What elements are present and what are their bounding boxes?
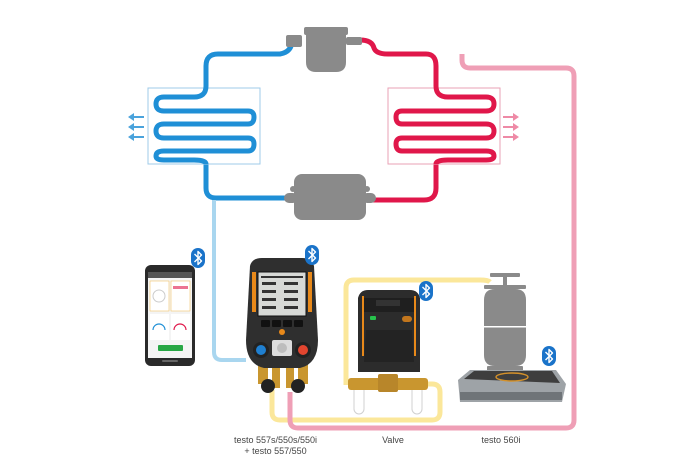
compressor [286, 27, 362, 72]
suction-line [203, 39, 295, 86]
discharge-line [359, 37, 439, 86]
manifold-label: testo 557s/550s/550i + testo 557/550 [218, 435, 333, 457]
digital-manifold [246, 258, 318, 393]
condenser-coil [393, 85, 497, 165]
yellow-hose-valve-loop [343, 277, 492, 385]
blue-hose [212, 200, 246, 362]
valve-bluetooth-icon [419, 281, 433, 301]
expansion-valve [284, 174, 376, 220]
smartphone [145, 265, 195, 366]
evaporator [128, 85, 261, 165]
liquid-line [372, 160, 439, 203]
hot-air-arrows-icon [503, 113, 519, 141]
manifold-label-line1: testo 557s/550s/550i [233, 435, 318, 445]
yellow-hose [269, 381, 443, 423]
manifold-label-line2: + testo 557/550 [244, 446, 307, 456]
smart-valve [348, 290, 428, 415]
manifold-bluetooth-icon [305, 245, 319, 265]
pink-hose [287, 54, 577, 431]
valve-label: Valve [382, 435, 404, 445]
condenser [387, 85, 519, 165]
refrigerant-cylinder [484, 273, 526, 371]
cold-air-arrows-icon [128, 113, 144, 141]
smartphone-bluetooth-icon [191, 248, 205, 268]
scale-label: testo 560i [481, 435, 521, 445]
scale-bluetooth-icon [542, 346, 556, 366]
evaporator-outlet-line [203, 160, 292, 201]
refrigerant-scale [458, 370, 566, 402]
evaporator-coil [153, 85, 257, 165]
service-hoses [212, 54, 577, 431]
